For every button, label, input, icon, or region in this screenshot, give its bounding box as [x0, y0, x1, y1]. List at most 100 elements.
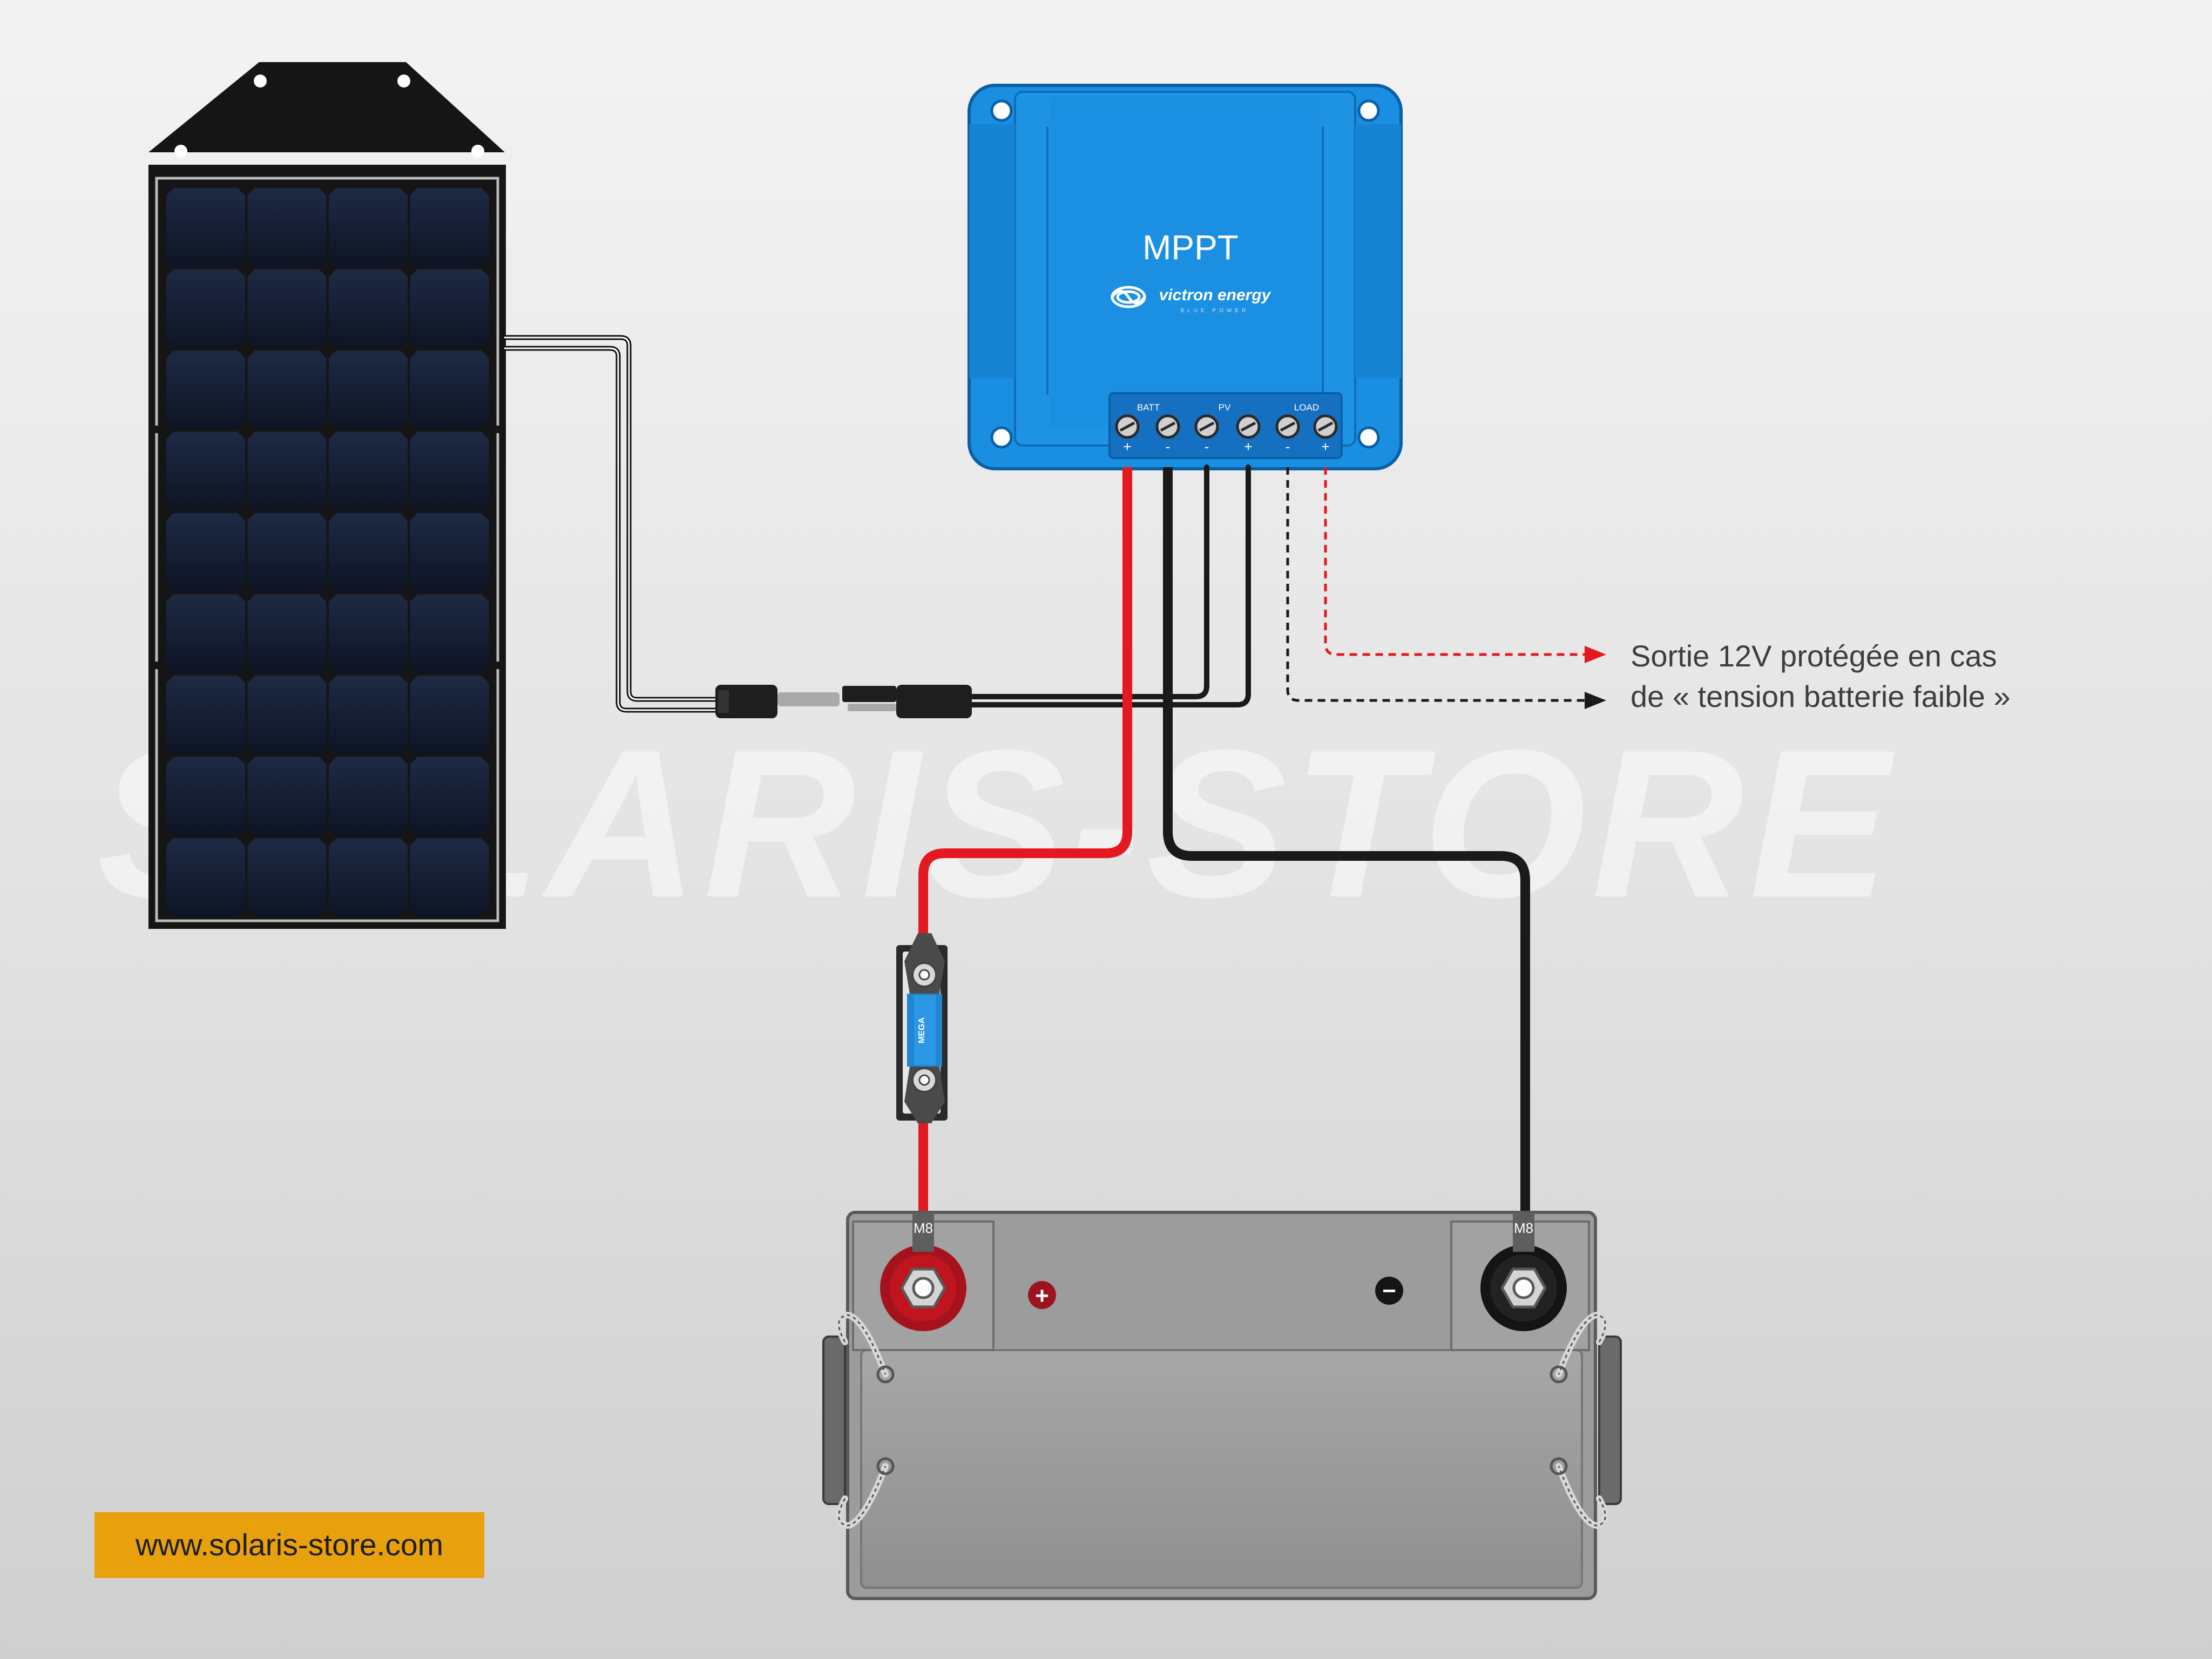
solar-cell: [329, 838, 408, 917]
pv-cable-inner-a: [504, 336, 719, 700]
solar-panel: [148, 62, 506, 929]
mc4-connector-female: [842, 685, 972, 718]
solar-cell: [410, 513, 489, 592]
left-handle: [822, 1336, 846, 1505]
load-output-note-line2: de « tension batterie faible »: [1631, 679, 2011, 713]
terminal-polarity-label: -: [1205, 439, 1209, 455]
mounting-hole: [990, 426, 1013, 449]
solar-cell: [329, 188, 408, 267]
positive-symbol: +: [1035, 1283, 1049, 1309]
victron-logo: victron energy BLUE POWER: [1111, 286, 1271, 314]
solar-cell: [247, 269, 327, 348]
terminal-polarity-label: -: [1286, 439, 1290, 455]
screw-slot: [1280, 421, 1296, 432]
screw-slot: [1119, 421, 1135, 432]
screw-slot: [1160, 421, 1176, 432]
solar-cell: [410, 350, 489, 429]
screw-slot: [1240, 421, 1256, 432]
panel-inner-border: [155, 177, 499, 922]
solar-cell: [329, 350, 408, 429]
pv-wires: [502, 335, 1251, 713]
terminal-polarity-label: -: [1166, 439, 1171, 455]
positive-battery-cable: [918, 467, 1132, 1226]
battery: M8 M8 + −: [822, 1211, 1622, 1600]
mounting-hole: [1357, 426, 1380, 449]
brand-name: victron energy: [1159, 286, 1271, 304]
panel-mounting-bracket: [148, 62, 505, 152]
solar-cell: [166, 838, 245, 917]
bracket-hole: [254, 75, 267, 87]
screw-slot: [1199, 421, 1215, 432]
solar-cell: [166, 513, 245, 592]
negative-stud-label: M8: [1514, 1220, 1533, 1236]
victron-swirl-icon: [1111, 286, 1146, 308]
battery-cables: [918, 467, 1530, 1226]
solar-cell: [247, 838, 327, 917]
negative-symbol: −: [1382, 1278, 1396, 1304]
load-negative-arrowhead: [1585, 692, 1606, 709]
solar-cell: [329, 594, 408, 673]
positive-cable-lug: [912, 1212, 934, 1252]
terminal-polarity-label: +: [1321, 439, 1329, 455]
solar-cell: [410, 188, 489, 267]
solar-cell: [410, 676, 489, 754]
website-badge[interactable]: www.solaris-store.com: [94, 1512, 484, 1578]
terminal-group-label-pv: PV: [1219, 402, 1231, 413]
solar-cell: [247, 431, 327, 511]
controller-title: MPPT: [1142, 228, 1239, 267]
load-negative-dashed: [1286, 467, 1590, 702]
mounting-hole: [1357, 99, 1380, 122]
battery-body: [860, 1349, 1583, 1589]
solar-cell: [247, 513, 327, 592]
solar-cell: [166, 269, 245, 348]
solar-cell: [329, 676, 408, 754]
fuse-label: MEGA: [917, 1017, 926, 1043]
controller-right-grip: [1355, 124, 1401, 378]
controller-inner-panel: [1050, 97, 1320, 427]
mppt-controller: MPPT victron energy BLUE POWER BATT PV L…: [968, 84, 1403, 470]
terminal-block: [1108, 392, 1343, 459]
solar-cell: [247, 676, 327, 754]
pv-positive-wire: [964, 464, 1251, 707]
load-positive-arrowhead: [1585, 646, 1606, 663]
solar-cell: [166, 431, 245, 511]
positive-symbol-icon: [1028, 1281, 1056, 1309]
bracket-hole: [471, 145, 484, 158]
load-positive-dashed: [1324, 467, 1590, 656]
solar-cell: [247, 350, 327, 429]
solar-cell: [410, 757, 489, 836]
bracket-hole: [174, 145, 187, 158]
solar-cell: [166, 757, 245, 836]
solar-cell: [247, 757, 327, 836]
terminal-screws: + - - + - +: [1115, 414, 1338, 455]
solar-cell: [410, 269, 489, 348]
pv-negative-wire: [964, 464, 1209, 699]
negative-cable-lug: [1513, 1212, 1534, 1252]
positive-stud-label: M8: [914, 1220, 933, 1236]
solar-cell: [166, 350, 245, 429]
terminal-group-label-load: LOAD: [1294, 402, 1319, 413]
website-link[interactable]: www.solaris-store.com: [135, 1528, 444, 1562]
right-handle: [1598, 1336, 1622, 1505]
solar-cell: [329, 269, 408, 348]
terminal-polarity-label: +: [1244, 439, 1252, 455]
solar-cell: [329, 431, 408, 511]
terminal-polarity-label: +: [1123, 439, 1131, 455]
handle-ropes-outline: [838, 1314, 1606, 1527]
mega-fuse: MEGA: [896, 933, 948, 1123]
load-output-lines: [1286, 467, 1606, 709]
solar-cell: [247, 188, 327, 267]
negative-battery-cable: [1163, 467, 1530, 1220]
solar-cell: [410, 594, 489, 673]
mc4-connector-male: [715, 685, 840, 718]
mounting-hole: [990, 99, 1013, 122]
brand-tagline: BLUE POWER: [1181, 308, 1249, 314]
solar-cell: [166, 594, 245, 673]
screw-slot: [1317, 421, 1334, 432]
solar-cell: [410, 838, 489, 917]
controller-left-grip: [969, 124, 1015, 378]
terminal-group-label-batt: BATT: [1137, 402, 1160, 413]
solar-cell: [166, 676, 245, 754]
solar-cell: [166, 188, 245, 267]
